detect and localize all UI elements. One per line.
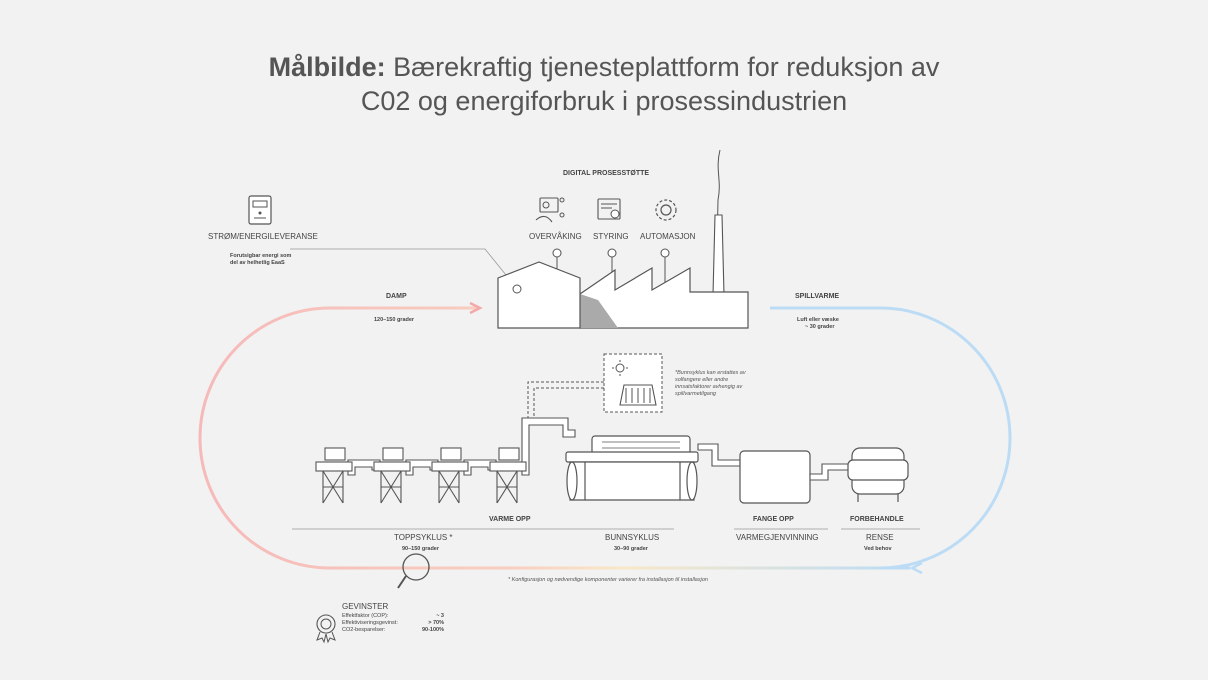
gain-value: > 70% [428, 620, 444, 626]
pipe-to-capture [697, 443, 741, 467]
spillvarme-sub-2: ~ 30 grader [805, 324, 835, 330]
gain-value: ~ 3 [436, 613, 444, 619]
title-bold: Målbilde: [268, 52, 386, 82]
heat-pump-unit-3 [431, 447, 469, 504]
energy-desc-1: Forutsigbar energi som [230, 253, 292, 259]
page-title: Målbilde: Bærekraftig tjenesteplattform … [0, 50, 1208, 118]
pipe-to-filter [809, 463, 853, 481]
digital-heading: DIGITAL PROSESSTØTTE [563, 170, 650, 177]
heat-pump-unit-1 [315, 447, 353, 504]
damp-label: DAMP [386, 293, 407, 300]
spillvarme-sub-1: Luft eller væske [797, 317, 839, 323]
bottom-cycle-note: *Bunnsyklus kan erstattes av solfangere … [675, 370, 746, 398]
gains-panel: GEVINSTER Effektfaktor (COP): ~ 3 Effekt… [342, 602, 444, 634]
energy-label: STRØM/ENERGILEVERANSE [208, 232, 318, 241]
digital-item-automation: AUTOMASJON [640, 232, 696, 241]
circulation-loop [198, 301, 1012, 575]
gain-label: Effektfaktor (COP): [342, 613, 389, 619]
footnote: * Konfigurasjon og nødvendige komponente… [508, 577, 708, 583]
gain-row-efficiency: Effektiviseringsgevinst: > 70% [342, 620, 444, 627]
spillvarme-label: SPILLVARME [795, 293, 840, 300]
digital-item-monitoring: OVERVÅKING [529, 232, 582, 241]
energy-desc-2: del av helhetlig EaaS [230, 260, 285, 266]
title-line1: Bærekraftig tjenesteplattform for reduks… [385, 52, 940, 82]
stage-rense-sub: Ved behov [864, 546, 892, 552]
title-line2: C02 og energiforbruk i prosessindustrien [360, 86, 848, 116]
return-arrowhead [909, 561, 923, 575]
filter-unit [847, 447, 909, 502]
heat-pump-unit-4 [489, 447, 527, 504]
heat-capture-unit [739, 450, 811, 504]
stage-toppsyklus-sub: 90–150 grader [402, 546, 439, 552]
control-panel-icon [597, 198, 621, 220]
stage-bunnsyklus: BUNNSYKLUS [605, 533, 660, 542]
gain-row-co2: CO2-besparelser: 90-100% [342, 627, 444, 634]
stage-forbehandle: FORBEHANDLE [850, 516, 904, 523]
bottom-cycle-tank [565, 435, 699, 501]
gain-row-cop: Effektfaktor (COP): ~ 3 [342, 613, 444, 620]
digital-item-control: STYRING [593, 232, 629, 241]
stage-toppsyklus: TOPPSYKLUS * [394, 533, 453, 542]
gear-icon [655, 199, 677, 221]
gain-label: Effektiviseringsgevinst: [342, 620, 398, 626]
solar-collector-box [527, 353, 663, 418]
bottom-cycle-note-line-2: solfangere eller andre [675, 377, 729, 383]
magnifier-icon [397, 553, 430, 589]
factory-building [497, 149, 749, 329]
gains-title: GEVINSTER [342, 602, 389, 611]
bottom-cycle-note-line-3: innsatsfaktorer avhengig av [675, 384, 743, 390]
top-cycle-pipes [347, 417, 576, 476]
stage-varmegjenvinning: VARMEGJENVINNING [736, 533, 819, 542]
heat-pump-unit-2 [373, 447, 411, 504]
stage-bunnsyklus-sub: 30–90 grader [614, 546, 648, 552]
monitoring-icon [535, 197, 565, 223]
gain-label: CO2-besparelser: [342, 627, 386, 633]
electric-meter-icon [248, 195, 272, 225]
stage-rense: RENSE [866, 533, 894, 542]
bottom-cycle-note-line-4: spillvarmetilgang [675, 391, 716, 397]
gain-value: 90-100% [421, 627, 444, 633]
damp-arrowhead [469, 301, 483, 315]
stage-fange-opp: FANGE OPP [753, 516, 794, 523]
stage-varme-opp: VARME OPP [489, 516, 531, 523]
bottom-cycle-note-line-1: *Bunnsyklus kan erstattes av [675, 370, 746, 376]
damp-sub: 120–150 grader [374, 317, 415, 323]
energy-connector [290, 248, 507, 276]
award-badge-icon [316, 614, 336, 644]
